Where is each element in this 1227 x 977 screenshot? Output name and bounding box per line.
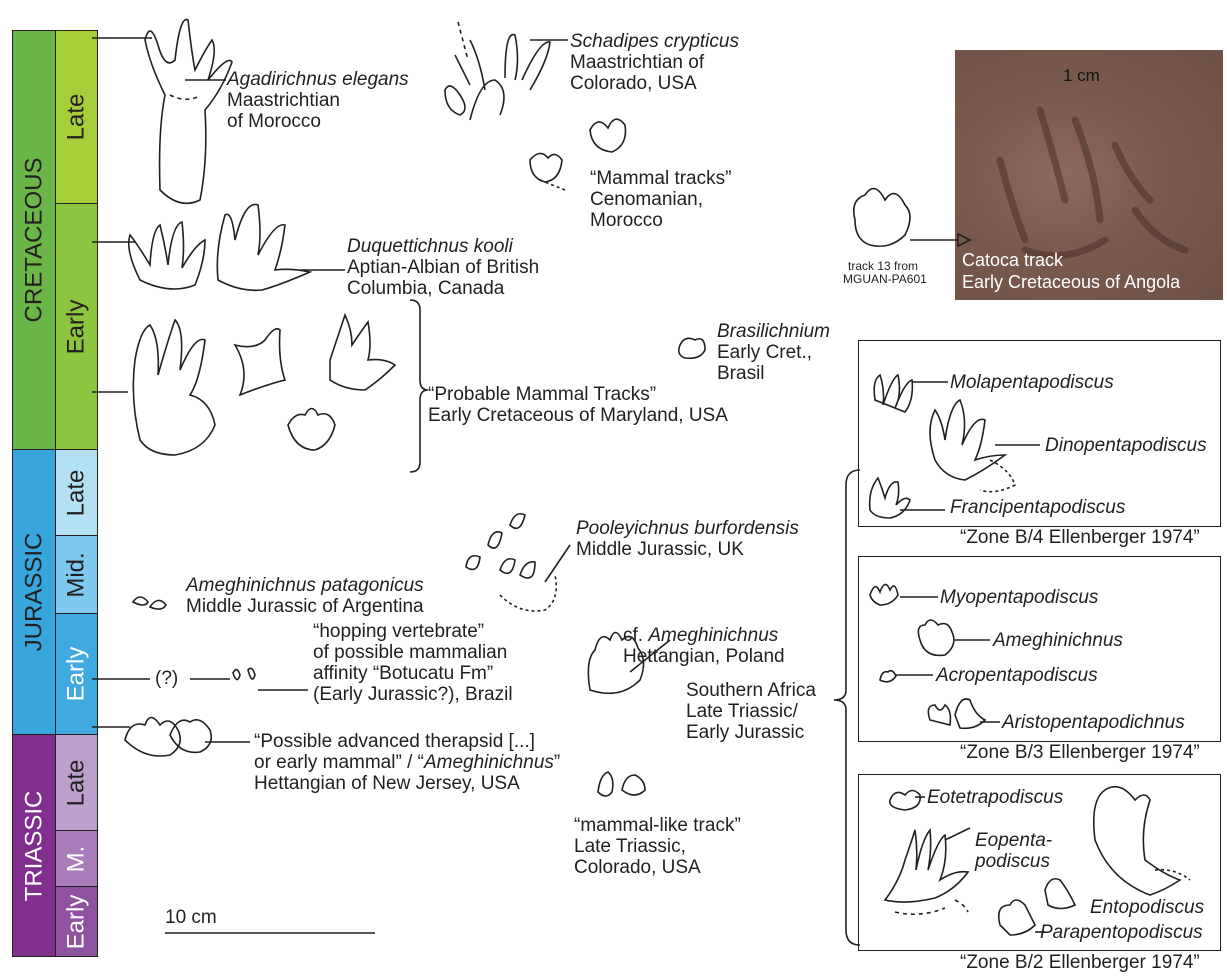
therapsid-l2b: Ameghinichnus (424, 752, 554, 773)
maryland-track-2 (235, 329, 285, 395)
brasilichnium-loc: Brasil (717, 363, 765, 384)
dinopentapodiscus-track (930, 400, 1005, 480)
brasilichnium-age: Early Cret., (717, 342, 812, 363)
eopentapodiscus-name-2: podiscus (975, 851, 1050, 872)
duquettichnus-age: Aptian-Albian of British (347, 257, 539, 278)
cf-name: Ameghinichnus (648, 625, 778, 646)
hopping-label-2: of possible mammalian (313, 642, 507, 663)
agadirichnus-name: Agadirichnus elegans (227, 69, 409, 90)
agadirichnus-age: Maastrichtian (227, 90, 340, 111)
maryland-brace (410, 300, 428, 472)
schadipes-loc: Colorado, USA (570, 73, 697, 94)
mammal-like-label-1: “mammal-like track” (574, 815, 741, 836)
eotetrapodiscus-track (890, 791, 920, 811)
cf-prefix: cf. (623, 625, 648, 646)
therapsid-label-3: Hettangian of New Jersey, USA (254, 773, 520, 794)
pooleyichnus-track (466, 514, 535, 578)
hopping-label-3: affinity “Botucatu Fm” (313, 663, 493, 684)
probable-tracks-loc: Early Cretaceous of Maryland, USA (428, 405, 728, 426)
aristopentapodichnus-track (928, 699, 985, 728)
entopodiscus-track (1094, 787, 1180, 895)
hopping-label-1: “hopping vertebrate” (313, 621, 484, 642)
scale-bar-label: 10 cm (165, 907, 217, 928)
mammal-tracks-loc: Morocco (590, 210, 663, 231)
catoca-drawing (854, 189, 910, 247)
molapentapodiscus-name: Molapentapodiscus (950, 372, 1114, 393)
agadirichnus-loc: of Morocco (227, 111, 321, 132)
southern-africa-3: Early Jurassic (686, 722, 804, 743)
southern-africa-2: Late Triassic/ (686, 701, 798, 722)
entopodiscus-name: Entopodiscus (1090, 897, 1204, 918)
dinopentapodiscus-name: Dinopentapodiscus (1045, 435, 1207, 456)
ameghinichnus-sa-track (918, 620, 954, 655)
brasilichnium-track (679, 338, 705, 358)
therapsid-label-2: or early mammal” / “Ameghinichnus” (254, 752, 560, 773)
schadipes-age: Maastrichtian of (570, 52, 704, 73)
zone-b2-label: “Zone B/2 Ellenberger 1974” (960, 952, 1200, 973)
zone-b4-label: “Zone B/4 Ellenberger 1974” (960, 527, 1200, 548)
pooleyichnus-name: Pooleyichnus burfordensis (576, 518, 799, 539)
hopping-vertebrate-track (233, 668, 255, 679)
parapentopodiscus-name: Parapentopodiscus (1040, 922, 1203, 943)
acropentapodiscus-track (880, 671, 896, 682)
pooleyichnus-loc: Middle Jurassic, UK (576, 539, 744, 560)
therapsid-l2a: or early mammal” / “ (254, 752, 424, 773)
schadipes-name: Schadipes crypticus (570, 31, 739, 52)
myopentapodiscus-track (870, 584, 898, 605)
ameghinichnus-patagonicus-track (133, 597, 166, 609)
acropentapodiscus-name: Acropentapodiscus (936, 665, 1098, 686)
ameghinichnus-patagonicus-name: Ameghinichnus patagonicus (186, 575, 424, 596)
mammal-tracks-label: “Mammal tracks” (590, 168, 731, 189)
hopping-label-4: (Early Jurassic?), Brazil (313, 684, 513, 705)
maryland-track-3 (330, 315, 395, 390)
francipentapodiscus-name: Francipentapodiscus (950, 497, 1125, 518)
therapsid-track (125, 718, 211, 757)
francipentapodiscus-track (870, 478, 910, 518)
ameghinichnus-sa-name: Ameghinichnus (993, 630, 1123, 651)
eotetrapodiscus-name: Eotetrapodiscus (927, 787, 1063, 808)
mammal-tracks-age: Cenomanian, (590, 189, 703, 210)
mammal-like-label-2: Late Triassic, (574, 836, 686, 857)
track13-label-2: MGUAN-PA601 (843, 273, 927, 286)
southern-africa-brace (834, 470, 860, 945)
duquettichnus-loc: Columbia, Canada (347, 278, 504, 299)
schadipes-track (455, 35, 550, 120)
agadir-track (145, 20, 232, 204)
maryland-track-4 (288, 409, 335, 451)
myopentapodiscus-name: Myopentapodiscus (940, 587, 1098, 608)
molapentapodiscus-track (874, 375, 912, 412)
duquettichnus-track (129, 222, 205, 289)
cf-ameghinichnus-label: cf. Ameghinichnus (623, 625, 778, 646)
mammal-like-track (598, 772, 645, 796)
aristopentapodichnus-name: Aristopentapodichnus (1002, 712, 1185, 733)
southern-africa-1: Southern Africa (686, 680, 816, 701)
duquettichnus-name: Duquettichnus kooli (347, 236, 513, 257)
mammal-like-label-3: Colorado, USA (574, 857, 701, 878)
ameghinichnus-patagonicus-loc: Middle Jurassic of Argentina (186, 596, 424, 617)
therapsid-label-1: “Possible advanced therapsid [...] (254, 731, 535, 752)
eopentapodiscus-track (885, 830, 968, 902)
zone-b3-label: “Zone B/3 Ellenberger 1974” (960, 742, 1200, 763)
brasilichnium-name: Brasilichnium (717, 321, 830, 342)
question-mark: (?) (155, 668, 178, 689)
therapsid-l2c: ” (554, 752, 560, 773)
maryland-track-1 (133, 320, 215, 455)
cf-ameghinichnus-loc: Hettangian, Poland (623, 646, 785, 667)
eopentapodiscus-name-1: Eopenta- (975, 830, 1052, 851)
probable-tracks-label: “Probable Mammal Tracks” (428, 384, 656, 405)
